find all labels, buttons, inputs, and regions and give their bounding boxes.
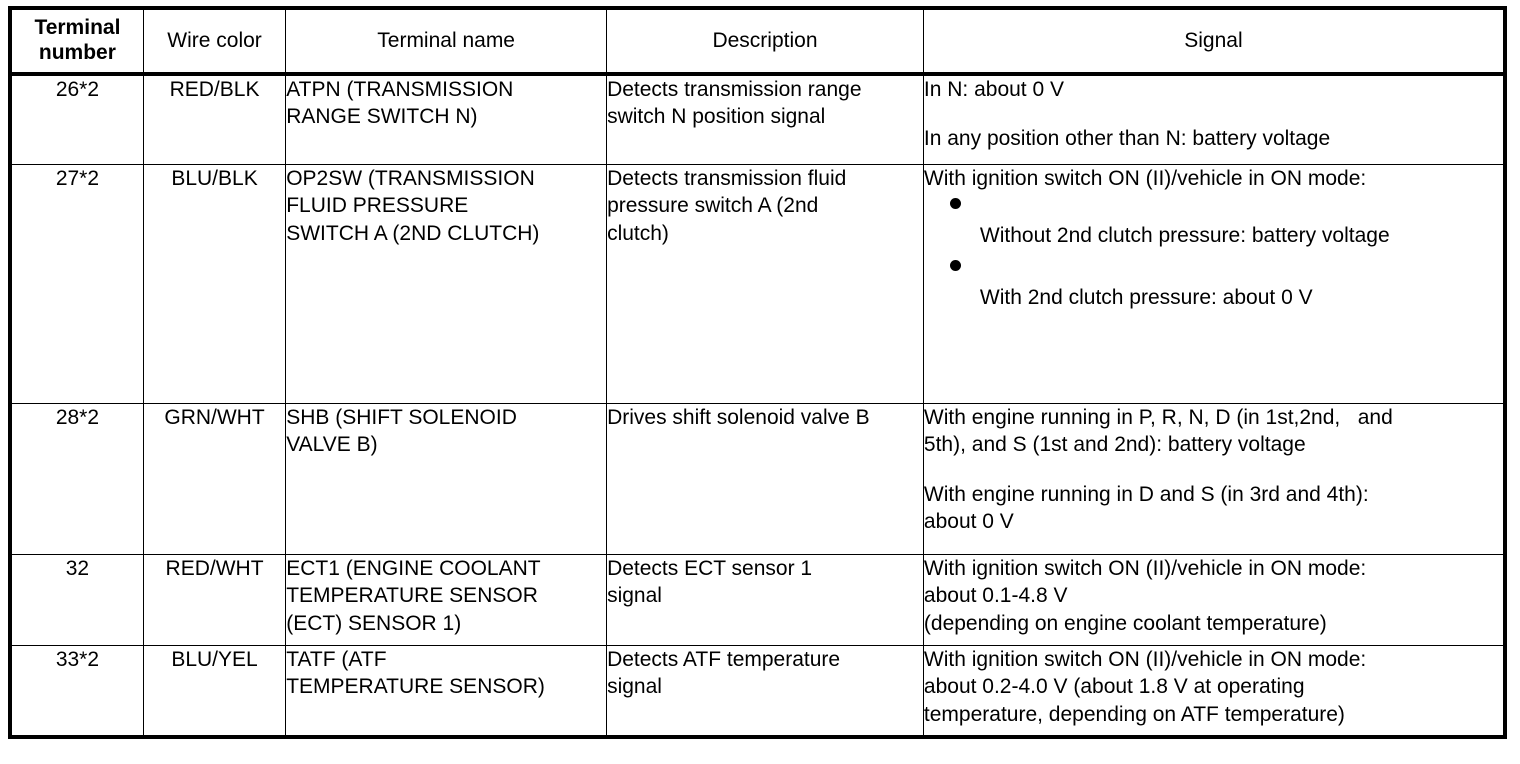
terminal-name-line: ECT1 (ENGINE COOLANT xyxy=(286,557,541,580)
header-row: Terminal number Wire color Terminal name… xyxy=(9,7,1506,76)
column-header-terminal-number: Terminal number xyxy=(9,7,144,76)
cell-signal: With ignition switch ON (II)/vehicle in … xyxy=(922,164,1506,404)
terminal-name-line: VALVE B) xyxy=(286,433,378,457)
description-line: signal xyxy=(607,584,662,608)
signal-paragraph: With engine running in P, R, N, D (in 1s… xyxy=(924,404,1503,459)
description-line: switch N position signal xyxy=(607,105,826,129)
description-line: pressure switch A (2nd xyxy=(607,194,819,218)
terminal-name-line: TEMPERATURE SENSOR xyxy=(286,584,538,608)
cell-wire-color: GRN/WHT xyxy=(142,403,287,555)
cell-description: Detects transmission range switch N posi… xyxy=(606,73,924,165)
signal-line: With engine running in P, R, N, D (in 1s… xyxy=(923,406,1393,429)
signal-bullet-text: With 2nd clutch pressure: about 0 V xyxy=(979,285,1313,309)
cell-signal: In N: about 0 V In any position other th… xyxy=(922,73,1506,165)
signal-line: about 0.2-4.0 V (about 1.8 V at operatin… xyxy=(923,675,1305,699)
table-header: Terminal number Wire color Terminal name… xyxy=(9,7,1506,76)
cell-wire-color: RED/WHT xyxy=(142,554,287,646)
signal-line: (depending on engine coolant temperature… xyxy=(923,611,1327,635)
signal-paragraph: With engine running in D and S (in 3rd a… xyxy=(924,481,1503,536)
signal-line: With ignition switch ON (II)/vehicle in … xyxy=(923,167,1367,190)
cell-terminal-name: OP2SW (TRANSMISSION FLUID PRESSURE SWITC… xyxy=(285,164,608,404)
cell-terminal-name: ECT1 (ENGINE COOLANT TEMPERATURE SENSOR … xyxy=(285,554,608,646)
signal-line: In N: about 0 V xyxy=(923,78,1064,101)
terminal-name-line: OP2SW (TRANSMISSION xyxy=(286,167,535,190)
terminal-name-line: (ECT) SENSOR 1) xyxy=(286,611,462,635)
signal-paragraph: In N: about 0 V xyxy=(924,76,1503,103)
column-header-description: Description xyxy=(606,7,924,76)
cell-description: Drives shift solenoid valve B xyxy=(606,403,924,555)
terminal-name-line: TATF (ATF xyxy=(286,648,387,671)
cell-terminal-name: TATF (ATF TEMPERATURE SENSOR) xyxy=(285,645,608,738)
cell-signal: With ignition switch ON (II)/vehicle in … xyxy=(922,554,1506,646)
cell-description: Detects ATF temperature signal xyxy=(606,645,924,738)
signal-line: With engine running in D and S (in 3rd a… xyxy=(923,482,1369,506)
signal-line: about 0 V xyxy=(923,509,1014,533)
terminal-name-line: SWITCH A (2ND CLUTCH) xyxy=(286,221,540,245)
terminal-name-line: FLUID PRESSURE xyxy=(286,194,469,218)
description-line: Detects transmission fluid xyxy=(607,167,847,190)
column-header-wire-color: Wire color xyxy=(142,7,287,76)
signal-spacer xyxy=(924,459,1503,481)
bullet-icon xyxy=(924,254,1503,284)
signal-line: In any position other than N: battery vo… xyxy=(923,127,1331,151)
cell-description: Detects ECT sensor 1 signal xyxy=(606,554,924,646)
column-header-terminal-name: Terminal name xyxy=(285,7,608,76)
cell-wire-color: BLU/YEL xyxy=(142,645,287,738)
signal-spacer xyxy=(924,103,1503,125)
signal-line: about 0.1-4.8 V xyxy=(923,584,1068,608)
terminal-name-line: ATPN (TRANSMISSION xyxy=(286,78,514,101)
cell-wire-color: BLU/BLK xyxy=(142,164,287,404)
cell-terminal-name: SHB (SHIFT SOLENOID VALVE B) xyxy=(285,403,608,555)
cell-terminal-number: 28*2 xyxy=(9,403,144,555)
signal-line: With ignition switch ON (II)/vehicle in … xyxy=(923,648,1367,671)
table-row: 27*2 BLU/BLK OP2SW (TRANSMISSION FLUID P… xyxy=(9,164,1506,404)
description-line: Detects ECT sensor 1 xyxy=(607,557,813,580)
terminal-name-line: RANGE SWITCH N) xyxy=(286,105,478,129)
bullet-icon xyxy=(924,192,1503,222)
cell-signal: With engine running in P, R, N, D (in 1s… xyxy=(922,403,1506,555)
table-row: 28*2 GRN/WHT SHB (SHIFT SOLENOID VALVE B… xyxy=(9,403,1506,555)
signal-paragraph: In any position other than N: battery vo… xyxy=(924,125,1503,152)
signal-bullet-text: Without 2nd clutch pressure: battery vol… xyxy=(979,224,1390,248)
column-header-signal: Signal xyxy=(922,7,1506,76)
table-row: 33*2 BLU/YEL TATF (ATF TEMPERATURE SENSO… xyxy=(9,645,1506,738)
column-header-terminal-number-line2: number xyxy=(38,41,116,64)
description-line: Detects transmission range xyxy=(607,78,862,101)
column-header-terminal-number-line1: Terminal xyxy=(34,16,121,40)
signal-paragraph: With ignition switch ON (II)/vehicle in … xyxy=(924,555,1503,637)
description-line: clutch) xyxy=(607,221,669,245)
signal-line: With ignition switch ON (II)/vehicle in … xyxy=(923,557,1367,580)
signal-paragraph: With ignition switch ON (II)/vehicle in … xyxy=(924,165,1503,192)
table-body: 26*2 RED/BLK ATPN (TRANSMISSION RANGE SW… xyxy=(9,73,1506,738)
cell-terminal-number: 32 xyxy=(9,554,144,646)
signal-line: temperature, depending on ATF temperatur… xyxy=(923,702,1345,726)
description-line: Drives shift solenoid valve B xyxy=(607,406,870,429)
table-row: 32 RED/WHT ECT1 (ENGINE COOLANT TEMPERAT… xyxy=(9,554,1506,646)
signal-line: 5th), and S (1st and 2nd): battery volta… xyxy=(923,433,1306,457)
terminal-name-line: TEMPERATURE SENSOR) xyxy=(286,675,545,699)
description-line: Detects ATF temperature xyxy=(607,648,841,671)
cell-terminal-name: ATPN (TRANSMISSION RANGE SWITCH N) xyxy=(285,73,608,165)
cell-signal: With ignition switch ON (II)/vehicle in … xyxy=(922,645,1506,738)
cell-terminal-number: 33*2 xyxy=(9,645,144,738)
signal-paragraph: With ignition switch ON (II)/vehicle in … xyxy=(924,646,1503,728)
cell-wire-color: RED/BLK xyxy=(142,73,287,165)
table-row: 26*2 RED/BLK ATPN (TRANSMISSION RANGE SW… xyxy=(9,73,1506,165)
cell-terminal-number: 27*2 xyxy=(9,164,144,404)
terminal-specification-table: Terminal number Wire color Terminal name… xyxy=(8,6,1507,739)
cell-terminal-number: 26*2 xyxy=(9,73,144,165)
terminal-name-line: SHB (SHIFT SOLENOID xyxy=(286,406,517,429)
cell-description: Detects transmission fluid pressure swit… xyxy=(606,164,924,404)
description-line: signal xyxy=(607,675,662,699)
